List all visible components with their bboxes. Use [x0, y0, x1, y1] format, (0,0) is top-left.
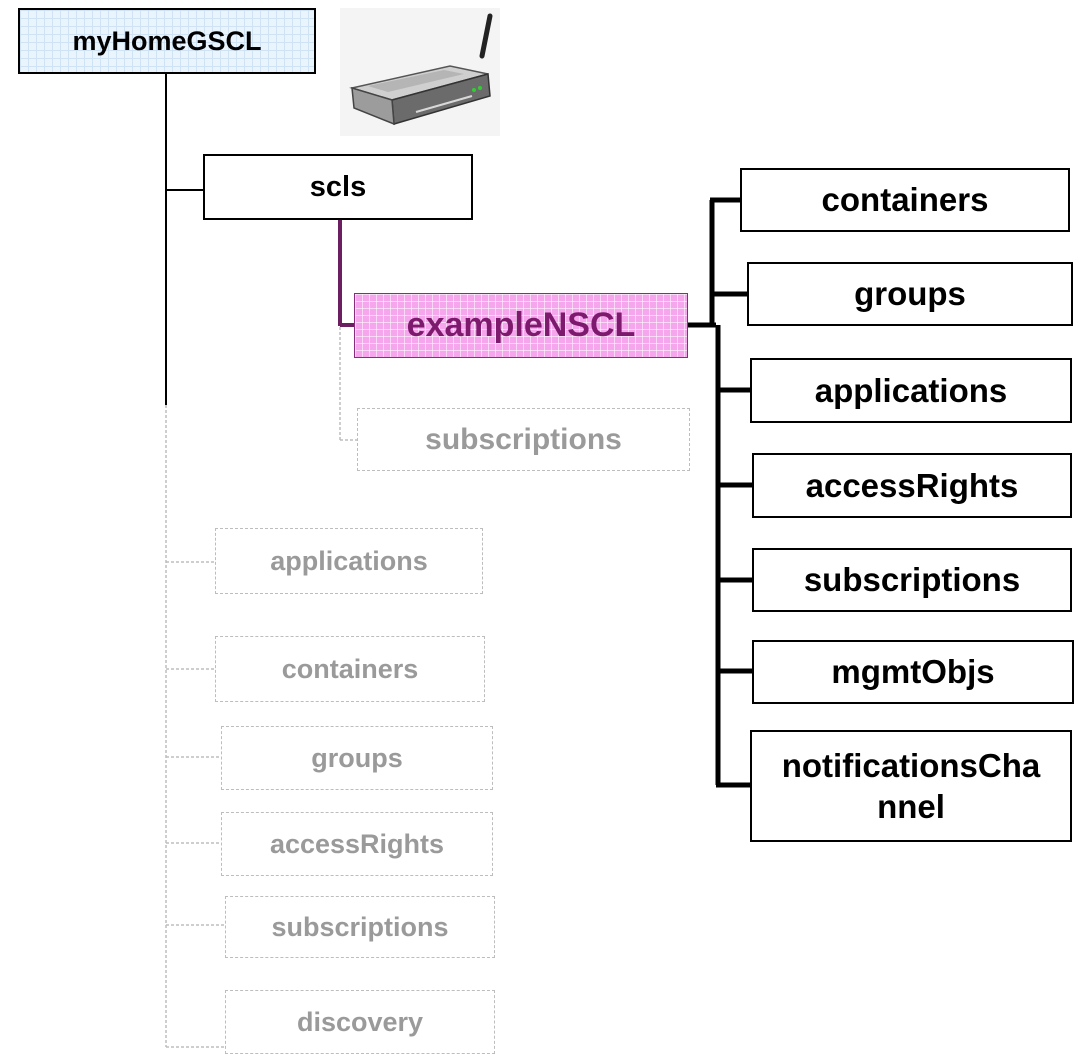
- faded-node-label: accessRights: [269, 828, 445, 859]
- router-icon: [340, 8, 500, 136]
- nscl-child-accessrights[interactable]: accessRights: [752, 453, 1072, 518]
- faded-node-label: discovery: [296, 1006, 424, 1037]
- nscl-child-applications[interactable]: applications: [750, 358, 1072, 423]
- nscl-child-containers[interactable]: containers: [740, 168, 1070, 232]
- faded-node-groups[interactable]: groups: [221, 726, 493, 790]
- nscl-child-label: applications: [814, 371, 1008, 409]
- faded-node-applications[interactable]: applications: [215, 528, 483, 594]
- nscl-child-label: subscriptions: [803, 561, 1021, 598]
- nscl-child-subscriptions[interactable]: subscriptions: [752, 548, 1072, 612]
- nscl-child-groups[interactable]: groups: [747, 262, 1073, 326]
- node-scls[interactable]: scls: [203, 154, 473, 220]
- nscl-child-label: mgmtObjs: [831, 653, 995, 690]
- faded-node-label: subscriptions: [425, 422, 622, 456]
- root-node-label: myHomeGSCL: [72, 25, 262, 56]
- faded-node-scls-subscriptions[interactable]: subscriptions: [357, 408, 690, 471]
- faded-node-containers[interactable]: containers: [215, 636, 485, 702]
- faded-node-subscriptions[interactable]: subscriptions: [225, 896, 495, 958]
- faded-node-label: groups: [311, 742, 403, 773]
- faded-node-label: containers: [281, 653, 419, 684]
- examplenscl-label: exampleNSCL: [406, 306, 636, 344]
- nscl-child-notificationschannel[interactable]: notificationsChannel: [750, 730, 1072, 842]
- faded-node-label: applications: [270, 545, 428, 576]
- nscl-child-label: containers: [821, 181, 989, 218]
- faded-node-discovery[interactable]: discovery: [225, 990, 495, 1054]
- nscl-child-label: notificationsChannel: [781, 746, 1041, 825]
- faded-node-accessrights[interactable]: accessRights: [221, 812, 493, 876]
- node-examplenscl-selected[interactable]: exampleNSCL: [354, 293, 688, 358]
- faded-node-label: subscriptions: [271, 911, 449, 942]
- scls-label: scls: [309, 170, 367, 203]
- nscl-child-mgmtobjs[interactable]: mgmtObjs: [752, 640, 1074, 704]
- nscl-child-label: groups: [854, 275, 966, 312]
- root-node-myhomegscl[interactable]: myHomeGSCL: [18, 8, 316, 74]
- nscl-child-label: accessRights: [805, 466, 1019, 504]
